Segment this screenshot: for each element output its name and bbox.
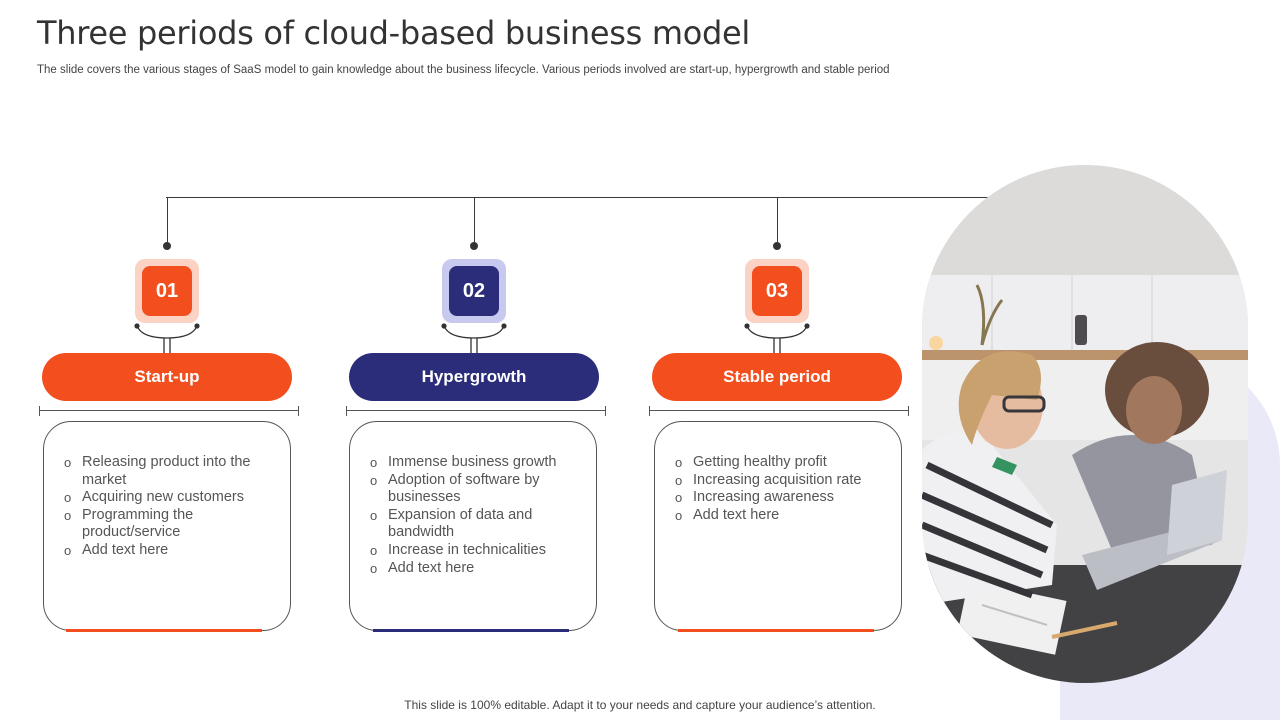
page-subtitle: The slide covers the various stages of S… <box>37 64 890 76</box>
period-number-badge: 03 <box>745 259 809 323</box>
card-accent-bar <box>678 629 874 632</box>
badge-connector <box>134 323 200 353</box>
period-detail-item: Increasing awareness <box>675 489 891 507</box>
period-details-list: Releasing product into the marketAcquiri… <box>44 422 290 560</box>
period-number: 01 <box>142 266 192 316</box>
card-accent-bar <box>373 629 569 632</box>
period-detail-item: Expansion of data and bandwidth <box>370 507 586 542</box>
period-number: 02 <box>449 266 499 316</box>
period-details-card: Getting healthy profitIncreasing acquisi… <box>654 421 902 631</box>
period-detail-item: Immense business growth <box>370 454 586 472</box>
period-details-list: Immense business growthAdoption of softw… <box>350 422 596 577</box>
card-accent-bar <box>66 629 262 632</box>
drop-line <box>167 198 168 244</box>
period-detail-item: Programming the product/service <box>64 507 280 542</box>
footer-note: This slide is 100% editable. Adapt it to… <box>404 698 876 712</box>
period-detail-item: Acquiring new customers <box>64 489 280 507</box>
period-detail-item: Getting healthy profit <box>675 454 891 472</box>
period-detail-item: Increase in technicalities <box>370 542 586 560</box>
team-photo <box>922 165 1248 683</box>
period-detail-item: Increasing acquisition rate <box>675 472 891 490</box>
drop-line <box>777 198 778 244</box>
bracket-divider <box>39 406 299 416</box>
badge-connector <box>441 323 507 353</box>
period-details-card: Releasing product into the marketAcquiri… <box>43 421 291 631</box>
period-number-badge: 02 <box>442 259 506 323</box>
period-detail-item: Add text here <box>370 560 586 578</box>
period-detail-item: Add text here <box>675 507 891 525</box>
timeline-dot <box>470 242 478 250</box>
period-detail-item: Adoption of software by businesses <box>370 472 586 507</box>
drop-line <box>474 198 475 244</box>
timeline-dot <box>773 242 781 250</box>
timeline-dot <box>163 242 171 250</box>
page-title: Three periods of cloud-based business mo… <box>37 14 750 52</box>
badge-connector <box>744 323 810 353</box>
period-label-pill: Hypergrowth <box>349 353 599 401</box>
bracket-divider <box>649 406 909 416</box>
period-details-card: Immense business growthAdoption of softw… <box>349 421 597 631</box>
bracket-divider <box>346 406 606 416</box>
period-details-list: Getting healthy profitIncreasing acquisi… <box>655 422 901 524</box>
period-label-pill: Start-up <box>42 353 292 401</box>
period-detail-item: Releasing product into the market <box>64 454 280 489</box>
timeline-line <box>166 197 1007 198</box>
period-number: 03 <box>752 266 802 316</box>
period-detail-item: Add text here <box>64 542 280 560</box>
period-number-badge: 01 <box>135 259 199 323</box>
period-label-pill: Stable period <box>652 353 902 401</box>
